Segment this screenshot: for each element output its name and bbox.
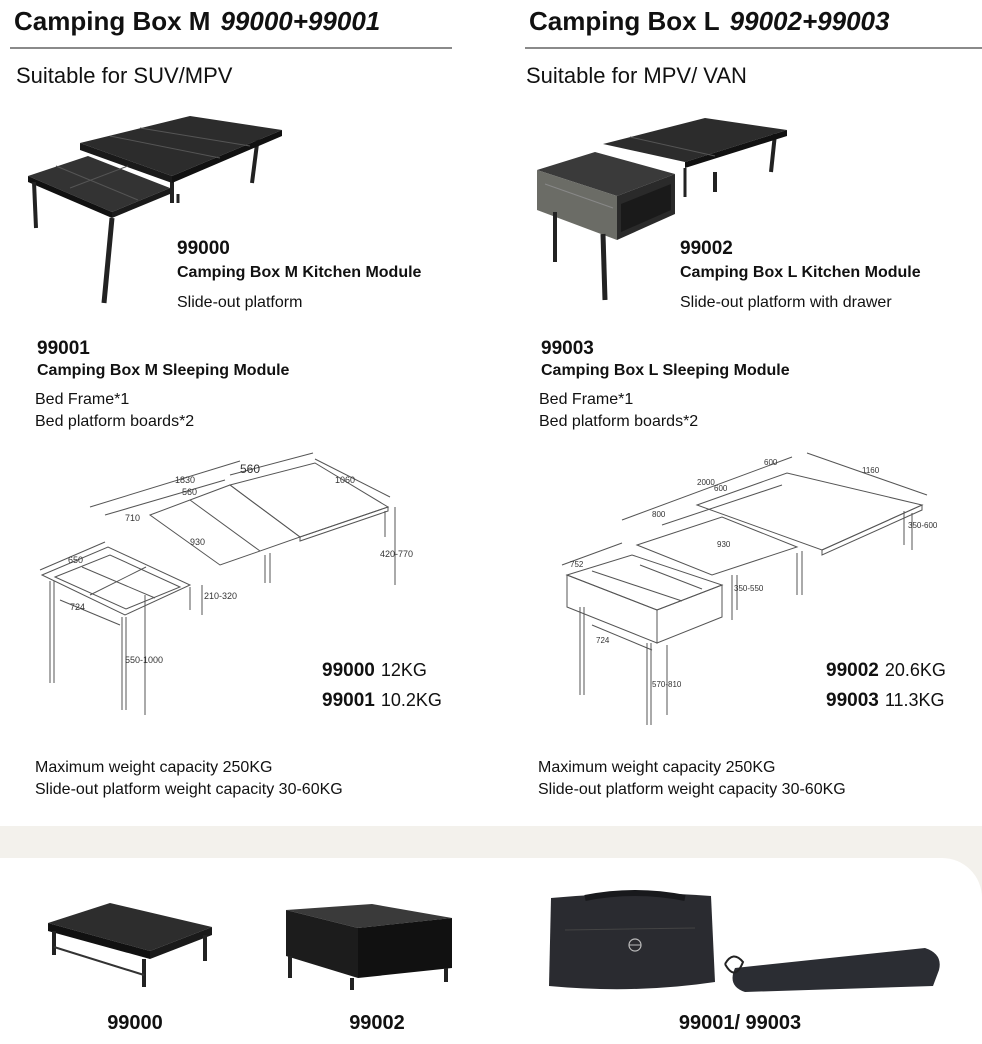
- kitchen-module-l-photo: [537, 118, 787, 301]
- left-title-text: Camping Box M: [14, 6, 211, 36]
- product-caption-99000: 99000: [107, 1012, 163, 1034]
- dim-560b: 560: [240, 462, 260, 476]
- left-capacity-block: Maximum weight capacity 250KG Slide-out …: [35, 757, 343, 801]
- carry-bags-image: [549, 890, 940, 992]
- dim-210-320: 210-320: [204, 591, 237, 601]
- sleeping-l-code: 99003: [541, 338, 594, 359]
- dim-550-1000: 550-1000: [125, 655, 163, 665]
- dim-1160: 1160: [862, 466, 880, 475]
- box-99002-image: [286, 904, 452, 990]
- dim-600b: 600: [764, 458, 778, 467]
- dimension-drawing-l: 2000 600 600 1160 800 930 752 724 350-55…: [561, 452, 938, 725]
- dim-1830: 1830: [175, 475, 195, 485]
- logo-icon: [628, 938, 642, 952]
- dim-800: 800: [652, 510, 666, 519]
- right-title: Camping Box L 99002+99003: [529, 6, 889, 37]
- weight-99003-code: 99003: [826, 690, 879, 711]
- sleeping-m-item1: Bed Frame*1: [35, 391, 130, 408]
- dim-560a: 560: [182, 487, 197, 497]
- right-title-code: 99002+99003: [729, 6, 890, 36]
- dim-752: 752: [570, 560, 584, 569]
- dimension-drawing-m: 1830 560 560 1060 710 930 650 724 210-32…: [39, 452, 413, 715]
- weight-99001-code: 99001: [322, 690, 375, 711]
- dim-2000: 2000: [697, 478, 715, 487]
- weight-99003-value: 11.3KG: [884, 690, 945, 710]
- left-capacity-slide: Slide-out platform weight capacity 30-60…: [35, 781, 343, 798]
- sleeping-l-item1: Bed Frame*1: [539, 391, 634, 408]
- kitchen-m-name: Camping Box M Kitchen Module: [177, 264, 422, 281]
- product-caption-99002: 99002: [349, 1012, 405, 1034]
- box-99000-image: [48, 903, 212, 987]
- kitchen-l-name: Camping Box L Kitchen Module: [680, 264, 921, 281]
- dim-724: 724: [70, 602, 85, 612]
- product-caption-99001-99003: 99001/ 99003: [678, 1012, 802, 1034]
- dim-710: 710: [125, 513, 140, 523]
- right-title-divider: [525, 47, 982, 49]
- kitchen-l-desc: Slide-out platform with drawer: [680, 294, 892, 311]
- sleeping-m-code: 99001: [37, 338, 90, 359]
- weight-99002-value: 20.6KG: [884, 660, 946, 680]
- left-capacity-max: Maximum weight capacity 250KG: [35, 759, 273, 776]
- sleeping-l-name: Camping Box L Sleeping Module: [541, 362, 790, 379]
- kitchen-l-code: 99002: [680, 238, 733, 259]
- dim-350-550: 350-550: [734, 584, 764, 593]
- left-title-divider: [10, 47, 452, 49]
- dim-650: 650: [68, 555, 83, 565]
- dim-570-810: 570-810: [652, 680, 682, 689]
- kitchen-m-desc: Slide-out platform: [177, 294, 303, 311]
- right-capacity-max: Maximum weight capacity 250KG: [538, 759, 776, 776]
- sleeping-m-item2: Bed platform boards*2: [35, 413, 195, 430]
- sleeping-l-item2: Bed platform boards*2: [539, 413, 699, 430]
- dim-724: 724: [596, 636, 610, 645]
- dim-420-770: 420-770: [380, 549, 413, 559]
- right-capacity-block: Maximum weight capacity 250KG Slide-out …: [538, 757, 846, 801]
- dim-930: 930: [190, 537, 205, 547]
- weight-99000-value: 12KG: [380, 660, 427, 680]
- right-title-text: Camping Box L: [529, 6, 720, 36]
- kitchen-m-code: 99000: [177, 238, 230, 259]
- dim-350-600: 350-600: [908, 521, 938, 530]
- kitchen-module-m-photo: [28, 116, 282, 304]
- sleeping-m-name: Camping Box M Sleeping Module: [37, 362, 290, 379]
- left-title-code: 99000+99001: [220, 6, 381, 36]
- weight-99001-value: 10.2KG: [380, 690, 442, 710]
- left-title: Camping Box M 99000+99001: [14, 6, 380, 37]
- weight-99002-code: 99002: [826, 660, 879, 681]
- right-capacity-slide: Slide-out platform weight capacity 30-60…: [538, 781, 846, 798]
- dim-930: 930: [717, 540, 731, 549]
- right-subtitle: Suitable for MPV/ VAN: [526, 63, 747, 88]
- dim-1060: 1060: [335, 475, 355, 485]
- dim-600a: 600: [714, 484, 728, 493]
- weight-99000-code: 99000: [322, 660, 375, 681]
- left-subtitle: Suitable for SUV/MPV: [16, 63, 233, 88]
